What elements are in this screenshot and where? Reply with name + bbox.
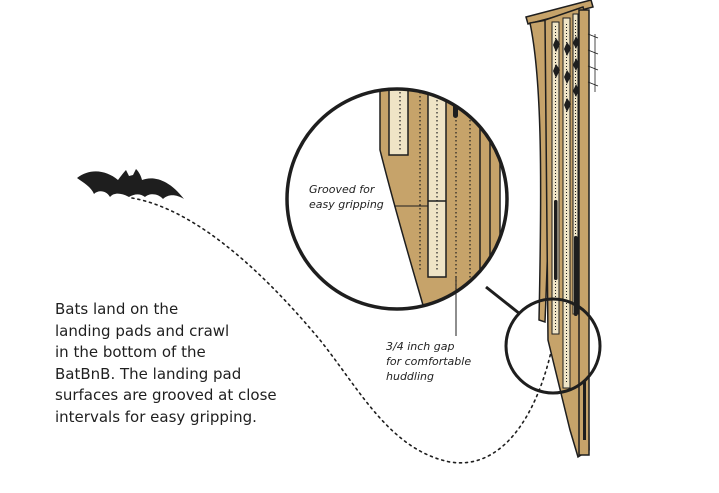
callout-line: Grooved for <box>309 183 375 196</box>
description-line: BatBnB. The landing pad <box>55 364 242 383</box>
description-line: surfaces are grooved at close <box>55 386 277 404</box>
flight-path <box>131 197 552 464</box>
zoom-circle <box>285 87 509 311</box>
chamber-strip-2 <box>562 17 571 389</box>
callout-line: 3/4 inch gap <box>386 340 455 353</box>
callout-line: easy gripping <box>309 198 384 211</box>
description-line: intervals for easy gripping. <box>55 407 257 426</box>
description-text: Bats land on the landing pads and crawl … <box>55 299 325 428</box>
back-board <box>578 9 590 456</box>
zoom-content <box>287 89 507 309</box>
description-line: landing pads and crawl <box>55 321 230 340</box>
vent-slot-2 <box>574 236 578 316</box>
roosting-bats <box>553 36 579 112</box>
bat-house <box>525 0 599 459</box>
callout-grooved: Grooved for easy gripping <box>309 182 384 212</box>
callout-line: huddling <box>386 370 434 383</box>
chamber-strip-1 <box>551 21 560 335</box>
description-line: in the bottom of the <box>55 343 206 361</box>
description-line: Bats land on the <box>55 300 179 318</box>
magnifier-connector <box>485 285 521 316</box>
mesh-grid <box>587 33 599 92</box>
callout-gap: 3/4 inch gap for comfortable huddling <box>386 339 471 384</box>
detail-circle <box>504 297 602 395</box>
vent-slot-1 <box>554 200 558 280</box>
roof-board <box>525 0 594 25</box>
bat-icon <box>77 169 184 199</box>
callout-line: for comfortable <box>386 355 472 368</box>
